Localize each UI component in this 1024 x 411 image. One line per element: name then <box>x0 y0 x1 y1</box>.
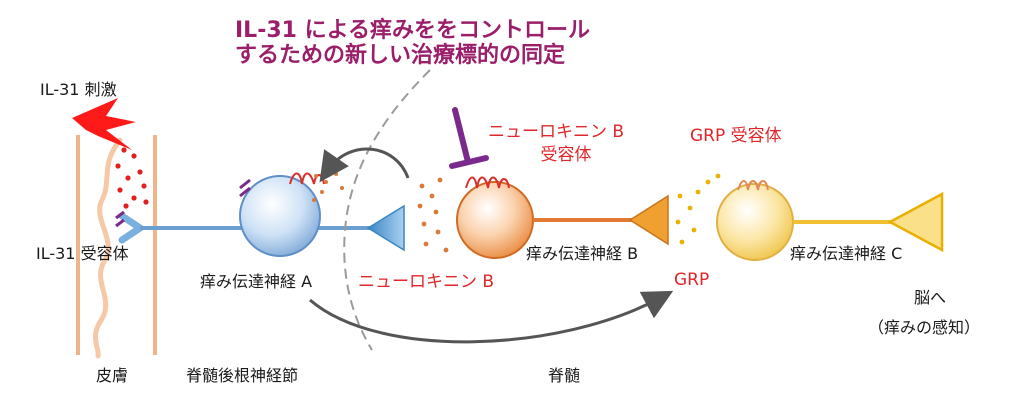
grp-receptor-label: GRP 受容体 <box>690 126 782 146</box>
neuron-b-label: 痒み伝達神経 B <box>526 244 639 263</box>
skin-tissue <box>76 135 157 359</box>
title-line-2: するための新しい治療標的の同定 <box>235 43 566 69</box>
neuron-c-soma <box>716 183 794 261</box>
nk-b-label: ニューロキニン B <box>358 272 495 292</box>
neuron-a-label: 痒み伝達神経 A <box>200 272 313 291</box>
spinal-cord-label: 脊髄 <box>548 366 581 385</box>
signal-arrow <box>309 290 674 344</box>
diagram-title: IL-31 による痒みををコントロール するための新しい治療標的の同定 <box>235 18 590 69</box>
grp-label: GRP <box>674 270 710 290</box>
neuron-c-label: 痒み伝達神経 C <box>790 244 903 263</box>
drg-label: 脊髄後根神経節 <box>186 366 299 385</box>
neuron-a-receptor <box>289 172 325 185</box>
itch-perception-label: （痒みの感知） <box>868 318 981 337</box>
neuron-c-terminal <box>887 191 944 253</box>
nk-b-receptor-line-1: ニューロキニン B <box>488 122 625 142</box>
il31-stimulus-label: IL-31 刺激 <box>40 80 117 99</box>
feedback-arrow <box>319 147 410 183</box>
neurokinin-b-molecules <box>312 172 449 253</box>
nk-b-receptor-line-2: 受容体 <box>540 145 592 165</box>
grp-receptor-icon <box>737 180 769 191</box>
title-line-1: IL-31 による痒みををコントロール <box>235 18 590 43</box>
lightning-icon <box>72 98 136 150</box>
il31-molecules <box>115 147 149 209</box>
neuron-b-soma <box>456 181 534 259</box>
inhibitor-mark-a <box>239 178 251 198</box>
to-brain-label: 脳へ <box>914 288 947 307</box>
il31-receptor-icon <box>115 210 147 244</box>
drg-spinal-boundary <box>343 69 431 351</box>
nk-b-receptor-label: ニューロキニン B 受容体 <box>488 124 624 164</box>
neuron-b-receptor <box>465 176 510 189</box>
il31-receptor-label: IL-31 受容体 <box>36 244 129 263</box>
inhibitor-icon <box>449 107 489 169</box>
grp-molecules <box>675 173 721 245</box>
neuron-a-soma <box>239 175 321 257</box>
skin-label: 皮膚 <box>96 366 129 385</box>
neuron-a-terminal <box>366 204 405 252</box>
neuron-b-terminal <box>628 194 669 246</box>
